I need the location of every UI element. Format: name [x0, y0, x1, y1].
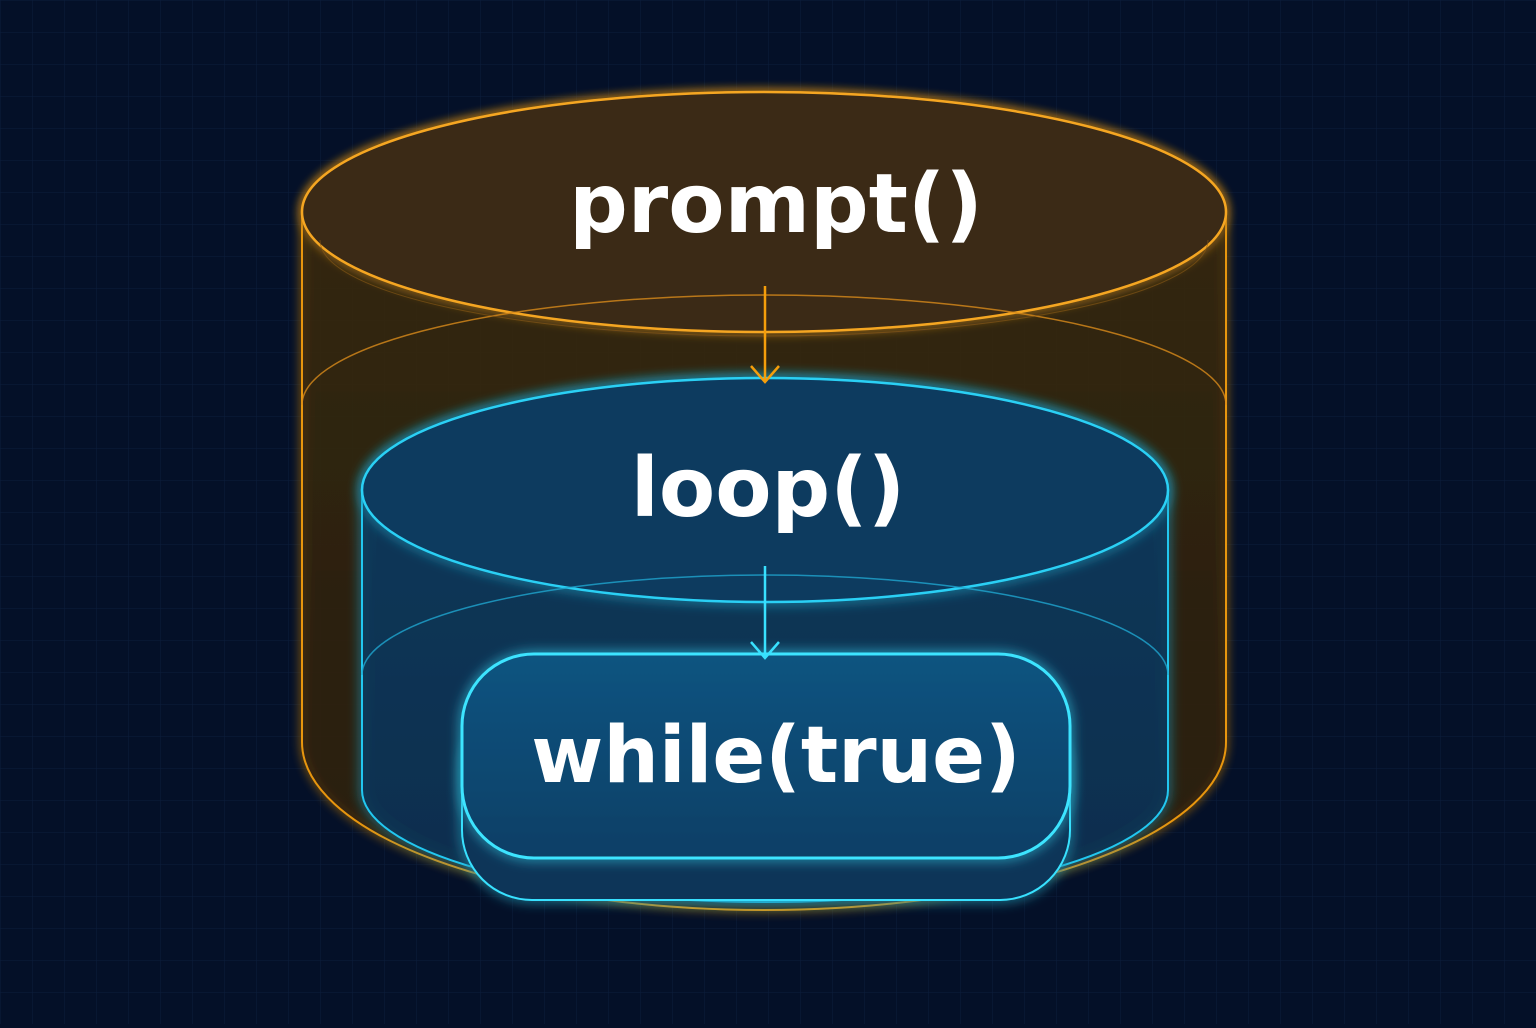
arrow-loop-to-while — [750, 566, 780, 660]
inner-layer-label: while(true) — [531, 711, 1020, 801]
outer-layer-label: prompt() — [569, 157, 983, 252]
arrow-prompt-to-loop — [750, 286, 780, 384]
middle-layer-label: loop() — [631, 441, 905, 536]
